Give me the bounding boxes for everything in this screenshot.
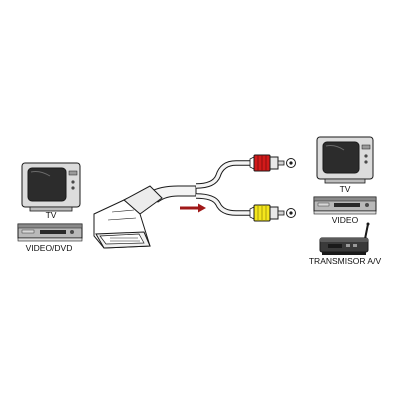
right-video-label: VIDEO: [332, 215, 359, 225]
scart-connector-icon: [93, 185, 197, 249]
rca-jack-icon: [286, 158, 296, 168]
rca-red-plug-icon: [249, 154, 285, 172]
rca-jack-icon: [286, 208, 296, 218]
rca-cable-icon: [195, 160, 254, 216]
tv-icon: [21, 162, 81, 212]
video-dvd-icon: [17, 223, 83, 242]
left-tv-label: TV: [46, 210, 57, 220]
rca-yellow-plug-icon: [249, 204, 285, 222]
av-transmitter-icon: [319, 222, 370, 255]
video-recorder-icon: [313, 196, 377, 215]
direction-arrow-icon: [180, 203, 206, 213]
transmisor-label: TRANSMISOR A/V: [309, 256, 382, 266]
tv-icon: [316, 136, 374, 184]
right-tv-label: TV: [340, 184, 351, 194]
left-video-dvd-label: VIDEO/DVD: [26, 243, 73, 253]
